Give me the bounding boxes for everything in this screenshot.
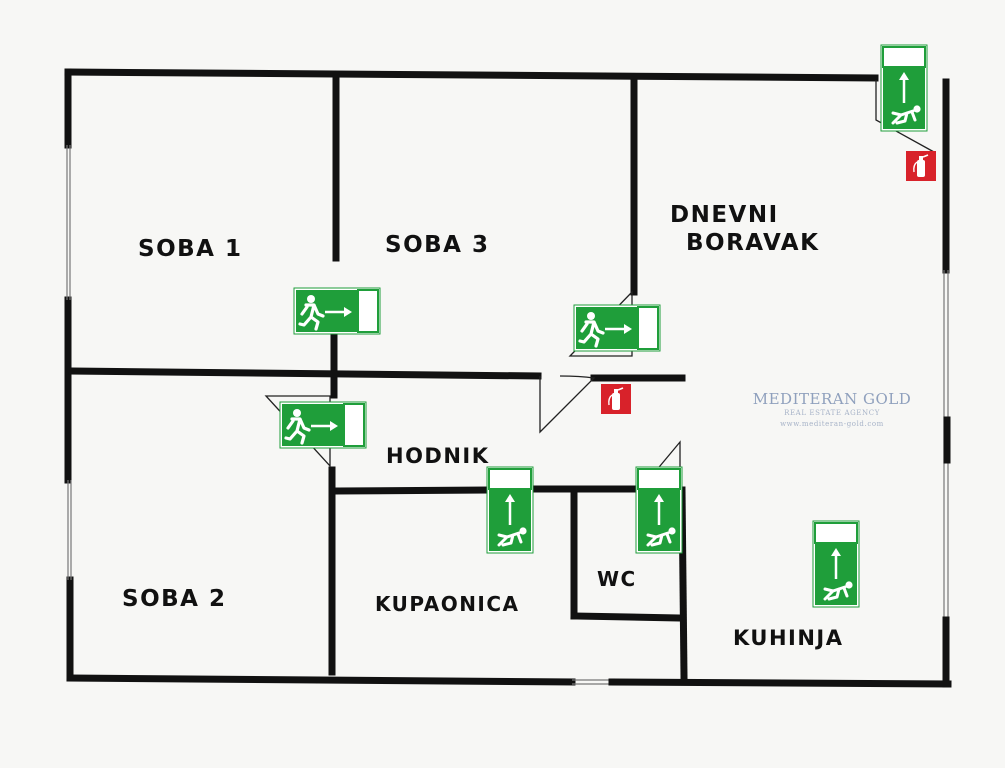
exit-sign-up-icon <box>811 519 861 609</box>
watermark: MEDITERAN GOLD REAL ESTATE AGENCY www.me… <box>753 390 912 428</box>
room-label-soba-2: SOBA 2 <box>122 586 226 612</box>
watermark-name: MEDITERAN GOLD <box>753 390 912 408</box>
exit-sign-icon <box>572 303 662 353</box>
watermark-tagline: REAL ESTATE AGENCY <box>784 409 880 417</box>
room-label-boravak: BORAVAK <box>686 230 819 256</box>
room-label-kuhinja: KUHINJA <box>733 626 844 650</box>
walls <box>64 68 952 688</box>
fire-extinguisher-icon <box>905 150 937 182</box>
exit-sign-up-icon <box>879 43 929 133</box>
fire-extinguisher-icon <box>600 383 632 415</box>
watermark-url: www.mediteran-gold.com <box>780 420 884 428</box>
exit-sign-up-icon <box>485 465 535 555</box>
room-label-wc: WC <box>597 567 637 591</box>
room-label-soba-3: SOBA 3 <box>385 232 489 258</box>
exit-sign-up-icon <box>634 465 684 555</box>
room-label-kupaonica: KUPAONICA <box>375 592 520 616</box>
exit-sign-icon <box>278 400 368 450</box>
exit-sign-icon <box>292 286 382 336</box>
room-label-soba-1: SOBA 1 <box>138 236 242 262</box>
room-label-hodnik: HODNIK <box>386 444 490 468</box>
room-label-dnevni: DNEVNI <box>670 202 779 228</box>
